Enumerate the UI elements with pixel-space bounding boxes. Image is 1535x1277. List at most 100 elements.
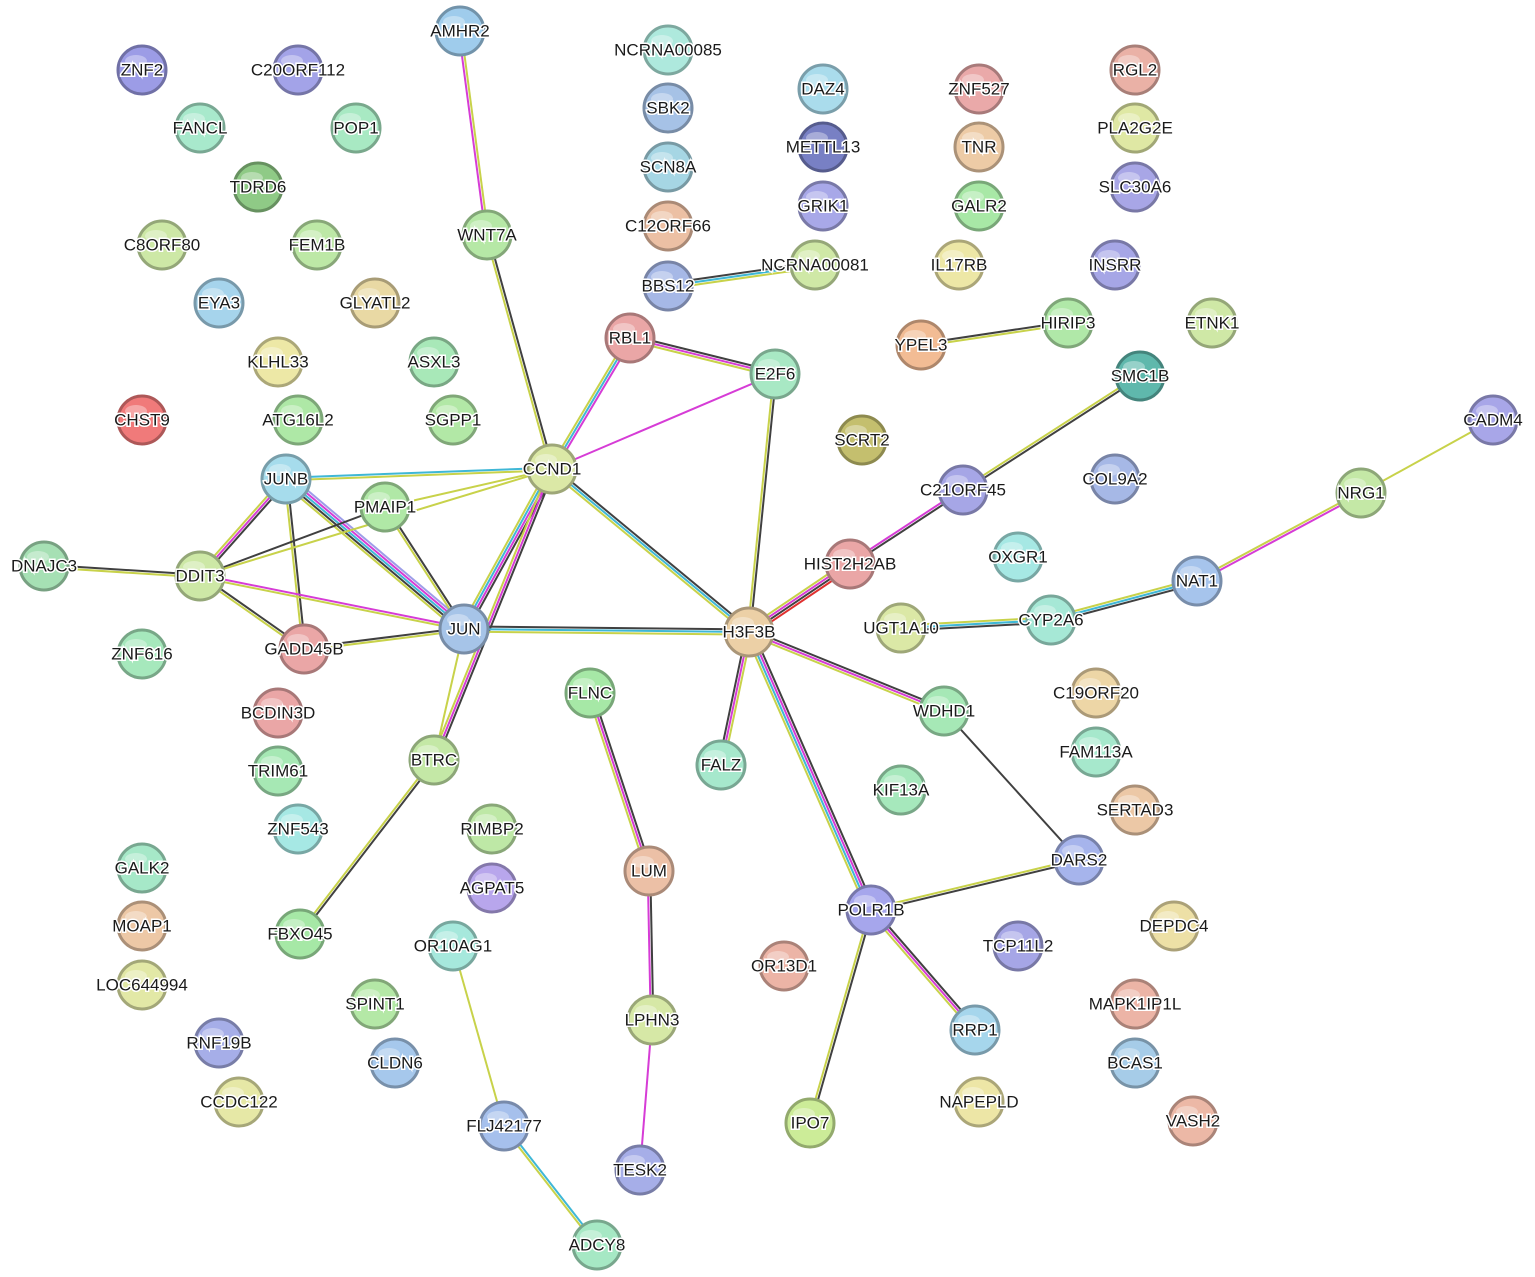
node-ddit3[interactable]: DDIT3 [174,550,226,602]
node-bbs12[interactable]: BBS12 [640,260,696,312]
node-sbk2[interactable]: SBK2 [642,82,694,134]
node-circle[interactable] [274,908,326,960]
node-polr1b[interactable]: POLR1B [836,884,906,936]
node-circle[interactable] [526,443,578,495]
node-fem1b[interactable]: FEM1B [287,219,347,271]
node-circle[interactable] [278,623,330,675]
node-flj42177[interactable]: FLJ42177 [465,1100,543,1152]
node-circle[interactable] [1186,297,1238,349]
node-circle[interactable] [1109,784,1161,836]
node-circle[interactable] [784,1097,836,1149]
node-h3f3b[interactable]: H3F3B [721,606,777,658]
node-nat1[interactable]: NAT1 [1171,555,1223,607]
node-circle[interactable] [992,531,1044,583]
node-circle[interactable] [918,685,970,737]
node-trim61[interactable]: TRIM61 [246,745,310,797]
node-circle[interactable] [937,464,989,516]
node-circle[interactable] [193,1017,245,1069]
node-falz[interactable]: FALZ [695,739,747,791]
node-moap1[interactable]: MOAP1 [111,900,173,952]
node-circle[interactable] [116,959,168,1011]
node-sgpp1[interactable]: SGPP1 [423,394,483,446]
node-dars2[interactable]: DARS2 [1049,834,1109,886]
node-hirip3[interactable]: HIRIP3 [1039,297,1097,349]
node-c21orf45[interactable]: C21ORF45 [919,464,1007,516]
node-znf2[interactable]: ZNF2 [116,44,168,96]
node-circle[interactable] [272,803,324,855]
node-circle[interactable] [797,121,849,173]
node-circle[interactable] [427,920,479,972]
node-circle[interactable] [478,1100,530,1152]
node-circle[interactable] [1025,594,1077,646]
node-circle[interactable] [408,734,460,786]
node-slc30a6[interactable]: SLC30A6 [1097,161,1173,213]
node-circle[interactable] [953,1076,1005,1128]
node-rbl1[interactable]: RBL1 [604,312,656,364]
node-btrc[interactable]: BTRC [408,734,460,786]
node-circle[interactable] [1114,350,1166,402]
node-circle[interactable] [642,200,694,252]
node-circle[interactable] [174,550,226,602]
node-depdc4[interactable]: DEPDC4 [1138,900,1210,952]
node-circle[interactable] [1053,834,1105,886]
node-circle[interactable] [953,63,1005,115]
node-daz4[interactable]: DAZ4 [797,63,849,115]
node-circle[interactable] [949,1004,1001,1056]
node-jun[interactable]: JUN [438,603,490,655]
node-circle[interactable] [252,336,304,388]
node-ipo7[interactable]: IPO7 [784,1097,836,1149]
node-ypel3[interactable]: YPEL3 [893,319,949,371]
node-lphn3[interactable]: LPHN3 [623,994,681,1046]
node-galr2[interactable]: GALR2 [950,180,1008,232]
node-circle[interactable] [953,180,1005,232]
node-fbxo45[interactable]: FBXO45 [266,908,334,960]
node-glyatl2[interactable]: GLYATL2 [338,277,412,329]
node-circle[interactable] [18,540,70,592]
node-circle[interactable] [642,82,694,134]
node-circle[interactable] [359,481,411,533]
node-cyp2a6[interactable]: CYP2A6 [1017,594,1085,646]
node-asxl3[interactable]: ASXL3 [406,336,462,388]
node-circle[interactable] [604,312,656,364]
node-rgl2[interactable]: RGL2 [1109,44,1161,96]
node-insrr[interactable]: INSRR [1087,239,1143,291]
node-circle[interactable] [1171,555,1223,607]
node-circle[interactable] [614,1144,666,1196]
node-circle[interactable] [1109,1037,1161,1089]
node-c19orf20[interactable]: C19ORF20 [1052,667,1140,719]
node-circle[interactable] [789,239,841,291]
node-gadd45b[interactable]: GADD45B [263,623,345,675]
node-smc1b[interactable]: SMC1B [1109,350,1171,402]
node-loc644994[interactable]: LOC644994 [95,959,189,1011]
node-znf616[interactable]: ZNF616 [110,628,174,680]
node-circle[interactable] [1070,667,1122,719]
node-circle[interactable] [723,606,775,658]
node-circle[interactable] [1167,1095,1219,1147]
node-rrp1[interactable]: RRP1 [949,1004,1001,1056]
node-sertad3[interactable]: SERTAD3 [1095,784,1175,836]
node-nrg1[interactable]: NRG1 [1335,467,1387,519]
node-circle[interactable] [626,994,678,1046]
node-wnt7a[interactable]: WNT7A [456,209,519,261]
node-circle[interactable] [845,884,897,936]
node-cadm4[interactable]: CADM4 [1462,394,1524,446]
node-circle[interactable] [116,628,168,680]
node-circle[interactable] [824,538,876,590]
node-col9a2[interactable]: COL9A2 [1081,453,1149,505]
node-circle[interactable] [466,803,518,855]
node-agpat5[interactable]: AGPAT5 [458,862,526,914]
node-tdrd6[interactable]: TDRD6 [228,161,288,213]
node-circle[interactable] [1089,239,1141,291]
node-circle[interactable] [408,336,460,388]
node-circle[interactable] [875,764,927,816]
node-circle[interactable] [836,414,888,466]
node-rimbp2[interactable]: RIMBP2 [459,803,525,855]
node-amhr2[interactable]: AMHR2 [429,5,491,57]
node-circle[interactable] [272,394,324,446]
node-circle[interactable] [116,842,168,894]
node-circle[interactable] [174,102,226,154]
node-circle[interactable] [797,180,849,232]
node-circle[interactable] [1335,467,1387,519]
node-circle[interactable] [434,5,486,57]
node-il17rb[interactable]: IL17RB [929,239,989,291]
